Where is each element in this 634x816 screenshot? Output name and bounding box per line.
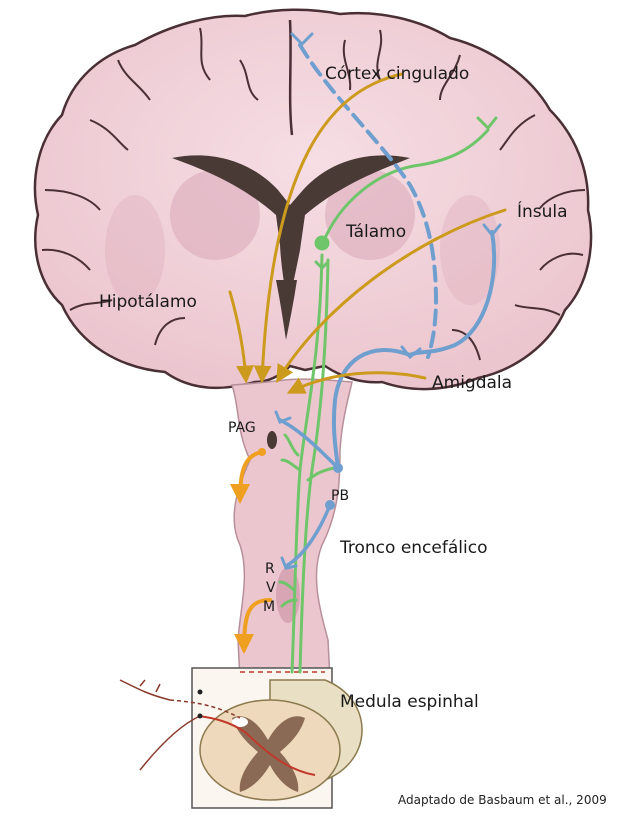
label-amigdala: Amigdala [432,373,512,393]
label-tronco-encefalico: Tronco encefálico [339,538,487,558]
label-rvm-m: M [263,599,275,615]
label-pag: PAG [228,420,256,436]
spinal-vessel-left [120,680,170,700]
source-credit: Adaptado de Basbaum et al., 2009 [398,793,607,807]
label-pb: PB [331,488,349,504]
label-cortex-cingulado: Córtex cingulado [325,64,469,84]
spinal-vessel-lower [140,716,200,770]
pb-cell-body [333,463,343,473]
dorsal-root-node-2 [198,714,203,719]
label-hipotalamo: Hipotálamo [99,292,197,312]
label-talamo: Tálamo [345,222,406,242]
spinal-cord-section [120,668,362,808]
label-rvm-v: V [266,580,276,596]
pag-output-cell [258,448,266,456]
label-medula-espinhal: Medula espinhal [340,692,479,712]
dorsal-root-node-1 [198,690,203,695]
label-insula: Ínsula [517,200,568,222]
pag-nucleus [267,431,277,449]
left-insula-shade [105,195,165,305]
label-rvm-r: R [265,561,275,577]
thalamus-cell-body [316,237,328,249]
